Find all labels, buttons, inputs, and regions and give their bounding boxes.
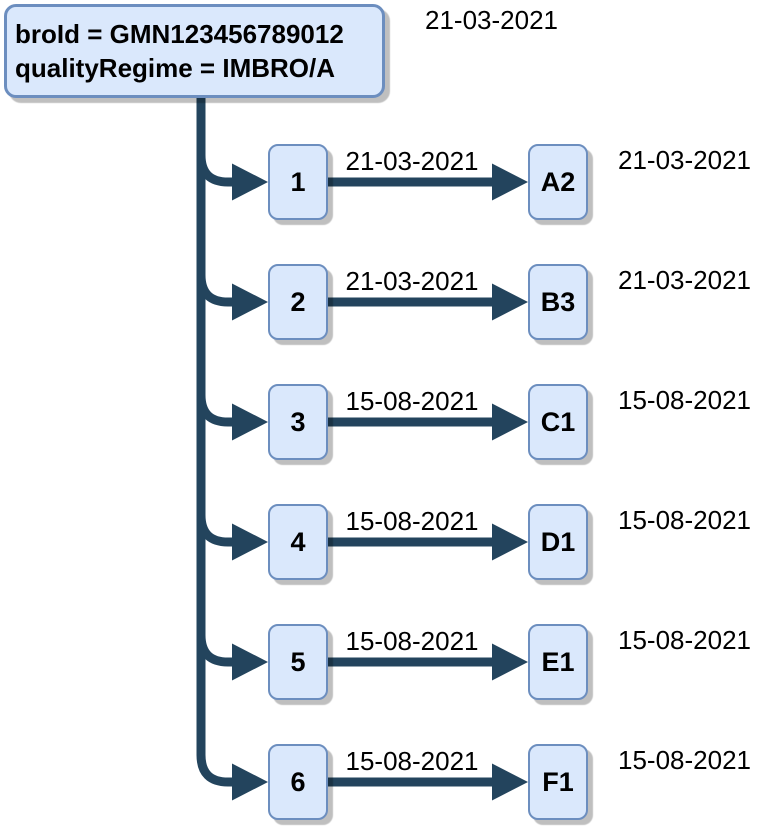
edge-date-label: 15-08-2021 [345,746,479,776]
tube-number-node: 3 [268,384,328,460]
branch-arrowhead-icon [232,283,268,321]
event-arrowhead-icon [492,163,528,201]
branch-arrowhead-icon [232,763,268,801]
row-date-label: 21-03-2021 [618,145,751,175]
row-date-label: 15-08-2021 [618,385,751,415]
tube-number-node: 2 [268,264,328,340]
edge-date-label: 21-03-2021 [345,266,479,296]
event-node: B3 [528,264,588,340]
row-date-label: 15-08-2021 [618,625,751,655]
row-date-label: 15-08-2021 [618,505,751,535]
event-node: A2 [528,144,588,220]
root-node-qualityregime-line: qualityRegime = IMBRO/A [15,53,335,83]
row-date-label: 15-08-2021 [618,745,751,775]
row-date-label: 21-03-2021 [618,265,751,295]
tube-number-node: 5 [268,624,328,700]
branch-arrowhead-icon [232,643,268,681]
root-node: broId = GMN123456789012 qualityRegime = … [4,4,385,98]
tube-number-node: 4 [268,504,328,580]
root-date-label: 21-03-2021 [425,5,558,35]
event-node: D1 [528,504,588,580]
branch-arrowhead-icon [232,523,268,561]
branch-connector [196,120,234,187]
event-arrowhead-icon [492,403,528,441]
event-arrowhead-icon [492,763,528,801]
event-node: E1 [528,624,588,700]
tube-number-node: 6 [268,744,328,820]
edge-date-label: 15-08-2021 [345,506,479,536]
edge-date-label: 21-03-2021 [345,146,479,176]
branch-connector [196,600,234,667]
branch-connector [196,240,234,307]
trunk-connector [196,97,234,787]
edge-date-label: 15-08-2021 [345,626,479,656]
event-arrowhead-icon [492,643,528,681]
edge-date-label: 15-08-2021 [345,386,479,416]
root-node-broid-line: broId = GMN123456789012 [15,19,344,49]
event-arrowhead-icon [492,283,528,321]
event-node: F1 [528,744,588,820]
branch-arrowhead-icon [232,163,268,201]
event-node: C1 [528,384,588,460]
branch-arrowhead-icon [232,403,268,441]
branch-connector [196,360,234,427]
tube-number-node: 1 [268,144,328,220]
branch-connector [196,480,234,547]
event-arrowhead-icon [492,523,528,561]
